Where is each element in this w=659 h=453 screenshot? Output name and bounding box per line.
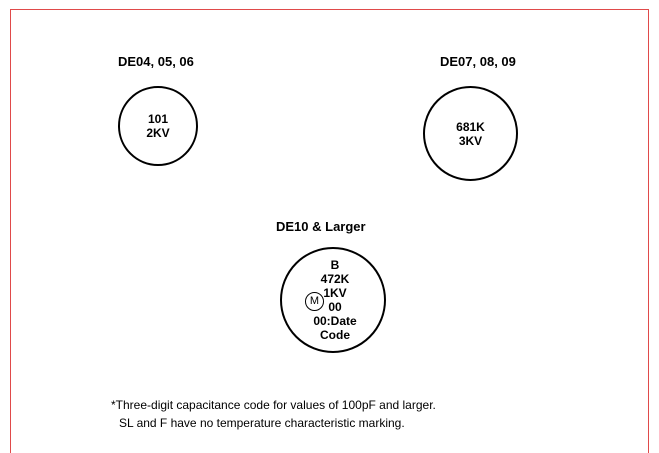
manufacturer-m-icon: M	[305, 292, 324, 311]
capacitor-marking-de07-09: 681K 3KV	[423, 86, 518, 181]
group-title-de07-09: DE07, 08, 09	[440, 54, 516, 69]
marking-line: 472K	[320, 272, 350, 286]
group-title-de10-larger: DE10 & Larger	[276, 219, 366, 234]
footnote-line-1: *Three-digit capacitance code for values…	[111, 398, 436, 412]
marking-line: Code	[320, 328, 350, 342]
marking-line: B	[330, 258, 340, 272]
marking-line: 1KV	[323, 286, 347, 300]
group-title-de04-06: DE04, 05, 06	[118, 54, 194, 69]
marking-line: 3KV	[458, 133, 483, 148]
marking-line: 00:Date	[313, 314, 357, 328]
capacitor-marking-de04-06: 101 2KV	[118, 86, 198, 166]
marking-line: 101	[147, 112, 169, 126]
capacitor-marking-de10-larger: B 472K 1KV 00 00:Date Code	[280, 247, 386, 353]
diagram-frame	[10, 9, 649, 453]
marking-line: 2KV	[146, 126, 170, 140]
marking-line: 681K	[456, 119, 485, 134]
footnote-line-2: SL and F have no temperature characteris…	[119, 416, 405, 430]
marking-line: 00	[328, 300, 342, 314]
